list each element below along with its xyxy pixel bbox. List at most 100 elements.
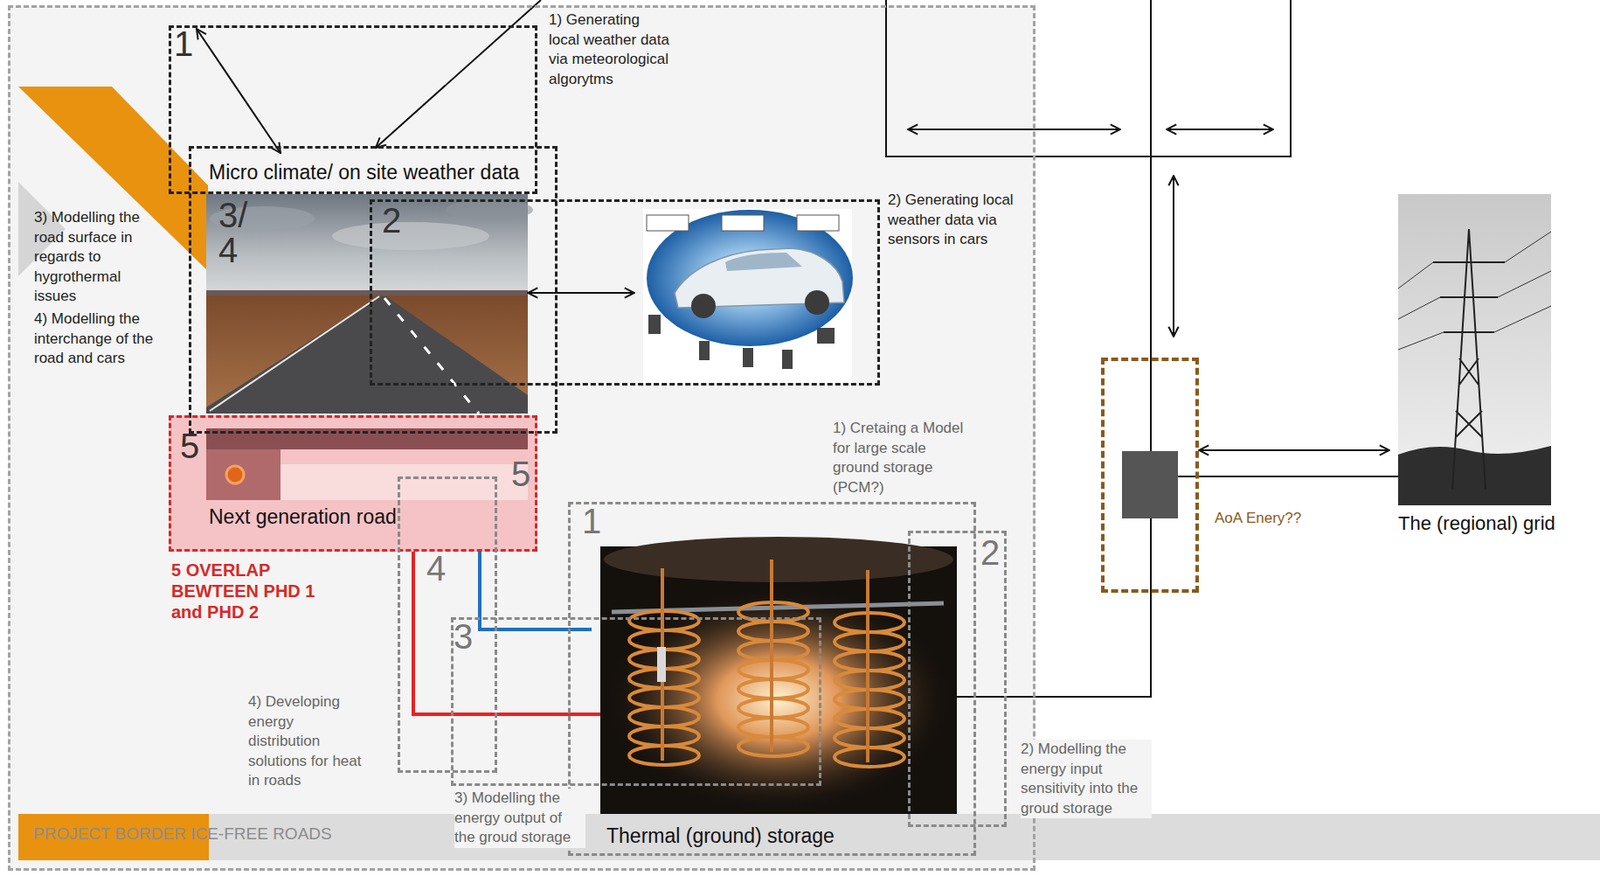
copper-coil — [738, 559, 809, 756]
box-title-holder: Micro climate/ on site weather data — [208, 159, 541, 186]
orange-dot — [226, 465, 244, 484]
callout-number-holder: 5 — [511, 456, 531, 492]
double-arrow — [907, 128, 1121, 131]
power-wire — [1398, 231, 1552, 350]
cloud — [445, 199, 534, 221]
box-title-holder: Next generation road — [208, 505, 397, 530]
box-label-holder: AoA Enery?? — [1214, 509, 1302, 527]
work-package-box: 3 — [450, 616, 822, 786]
car-wheel — [804, 290, 830, 315]
storage-photo — [600, 536, 957, 814]
box-title-holder: Thermal (ground) storage — [606, 824, 835, 849]
project-ground — [7, 5, 1036, 871]
double-arrow — [1166, 128, 1274, 131]
grid-line — [1177, 475, 1399, 478]
sensor — [817, 327, 835, 344]
car-window — [725, 252, 803, 271]
road-surface — [206, 296, 528, 414]
callout-box — [721, 214, 764, 231]
energy-box: AoA Enery?? — [1101, 357, 1199, 593]
callout-number: 5 — [511, 454, 531, 493]
tank-rim — [603, 536, 954, 582]
callout-number-holder: 3 — [453, 618, 473, 654]
grid-picture: The (regional) grid — [1398, 193, 1554, 568]
connector — [196, 28, 281, 153]
hills — [206, 290, 528, 296]
pylon — [1433, 228, 1505, 490]
road-edge-line — [209, 296, 380, 411]
road-layer — [280, 464, 528, 500]
callout-number-holder: 5 — [180, 428, 200, 464]
box-title: Micro climate/ on site weather data — [208, 160, 520, 184]
blue-backdrop — [646, 209, 853, 347]
car-image-ground — [643, 208, 852, 383]
callout-number: 1 — [173, 24, 194, 63]
callout-number: 3/ 4 — [218, 195, 248, 270]
callout-box — [796, 214, 839, 231]
region-title-holder: PROJECT BORDER ICE-FREE ROADS — [33, 824, 333, 842]
connector — [956, 592, 1151, 697]
annotation: 4) Modelling the interchange of the road… — [34, 309, 166, 369]
image-caption-holder: The (regional) grid — [1398, 512, 1560, 535]
bus-line — [1149, 518, 1152, 593]
work-package-box: 2 — [369, 199, 880, 386]
callout-number-holder: 1 — [173, 26, 194, 62]
sky — [1398, 193, 1552, 506]
callout-number: 3 — [453, 616, 473, 656]
work-package-box: 4 — [397, 476, 498, 773]
annotation: 1) Generating local weather data via met… — [548, 10, 672, 90]
box-title: Next generation road — [208, 505, 397, 528]
box-label: AoA Enery?? — [1214, 509, 1302, 527]
sensor — [742, 347, 754, 368]
tank-interior — [600, 546, 957, 814]
region-title: PROJECT BORDER ICE-FREE ROADS — [33, 824, 333, 843]
road-layers — [168, 415, 538, 552]
road-layer — [206, 449, 281, 500]
callout-number: 1 — [581, 501, 602, 541]
annotation: 5 OVERLAP BEWTEEN PHD 1 and PHD 2 — [171, 559, 316, 623]
callout-number-holder: 2 — [980, 534, 1000, 570]
annotation: 4) Developing energy distribution soluti… — [248, 692, 362, 791]
connector — [1198, 449, 1390, 451]
sensor-probe — [657, 646, 666, 682]
callout-number: 2 — [381, 200, 402, 240]
road-box: 5 5Next generation road — [168, 415, 538, 552]
callout-number: 5 — [180, 426, 200, 465]
box-title: Thermal (ground) storage — [606, 824, 835, 847]
sensor — [648, 314, 661, 334]
callout-number-holder: 3/ 4 — [218, 197, 271, 268]
copper-coil — [834, 569, 905, 767]
storage-box: 1Thermal (ground) storage — [567, 501, 977, 856]
grid-photo — [1398, 193, 1552, 506]
annotation: 3) Modelling the energy output of the gr… — [454, 788, 586, 848]
car-illustration — [643, 208, 853, 383]
double-arrow — [1172, 175, 1175, 337]
road-fill — [168, 415, 538, 552]
cloud — [332, 221, 490, 250]
annotation: 2) Modelling the energy input sensitivit… — [1020, 739, 1152, 818]
annotation: 3) Modelling the road surface in regards… — [34, 207, 166, 307]
image-caption: The (regional) grid — [1398, 512, 1556, 534]
double-arrow — [527, 291, 635, 294]
frame-line — [886, 0, 1291, 157]
work-package-box: 2 — [907, 530, 1007, 827]
land — [206, 293, 528, 414]
bus-line — [1149, 0, 1152, 451]
callout-number: 2 — [980, 533, 1000, 572]
energy-unit — [1122, 450, 1178, 519]
callout-number-holder: 4 — [426, 550, 446, 586]
callout-box — [646, 214, 689, 231]
sensor — [699, 340, 710, 361]
trees — [1398, 445, 1552, 506]
annotation: 1) Cretaing a Model for large scale grou… — [832, 418, 964, 498]
callout-number-holder: 1 — [581, 503, 602, 539]
copper-coil — [629, 567, 700, 765]
leader-arrow — [375, 0, 541, 148]
micro-climate-box: Micro climate/ on site weather data 3/ 4 — [188, 145, 558, 434]
sensor — [782, 349, 793, 369]
annotation: 2) Generating local weather data via sen… — [887, 190, 1019, 250]
road-centre-line — [384, 297, 479, 414]
